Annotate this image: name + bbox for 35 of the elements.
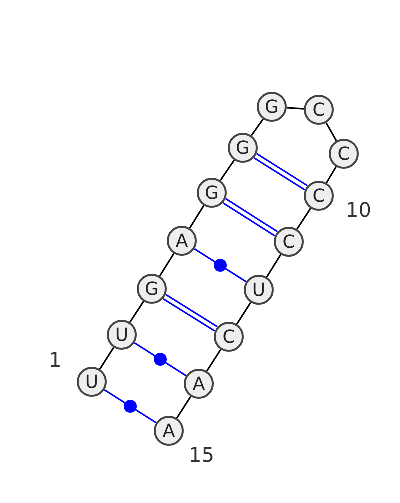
backbone-line — [326, 122, 338, 142]
backbone-line — [130, 301, 144, 323]
backbone-line — [206, 349, 222, 372]
nucleotide-circle: U — [77, 367, 107, 397]
nucleotide-circle: G — [197, 178, 227, 208]
position-number: 10 — [346, 198, 372, 222]
nucleotide-circle: A — [167, 226, 197, 256]
nucleotide-circle: C — [304, 181, 334, 211]
nucleotide-circle: C — [274, 227, 304, 257]
base-pair-line — [222, 198, 278, 237]
backbone-line — [220, 160, 236, 182]
backbone-line — [236, 302, 252, 325]
base-pair-line — [162, 294, 218, 332]
nucleotide-circle: U — [107, 320, 137, 350]
backbone-line — [176, 396, 192, 419]
nucleotide-circle: C — [214, 322, 244, 352]
nucleotide-circle: U — [244, 275, 274, 305]
nucleotide-circle: G — [137, 274, 167, 304]
nucleotide-circle: A — [154, 416, 184, 446]
backbone-line — [266, 254, 282, 278]
position-number: 1 — [49, 348, 62, 372]
backbone-line — [99, 347, 115, 370]
position-number: 15 — [189, 443, 214, 467]
nucleotide-circle: G — [228, 133, 258, 163]
backbone-line — [159, 253, 175, 277]
nucleotide-circle: G — [257, 92, 287, 122]
backbone-line — [251, 118, 264, 136]
backbone-line — [296, 208, 312, 230]
backbone-line — [286, 107, 304, 110]
base-pair-line — [254, 153, 308, 191]
nucleotide-circle: C — [329, 139, 359, 169]
nucleotide-circle: C — [304, 95, 334, 125]
backbone-line — [189, 205, 205, 229]
backbone-line — [326, 166, 338, 184]
nucleotide-circle: A — [184, 369, 214, 399]
